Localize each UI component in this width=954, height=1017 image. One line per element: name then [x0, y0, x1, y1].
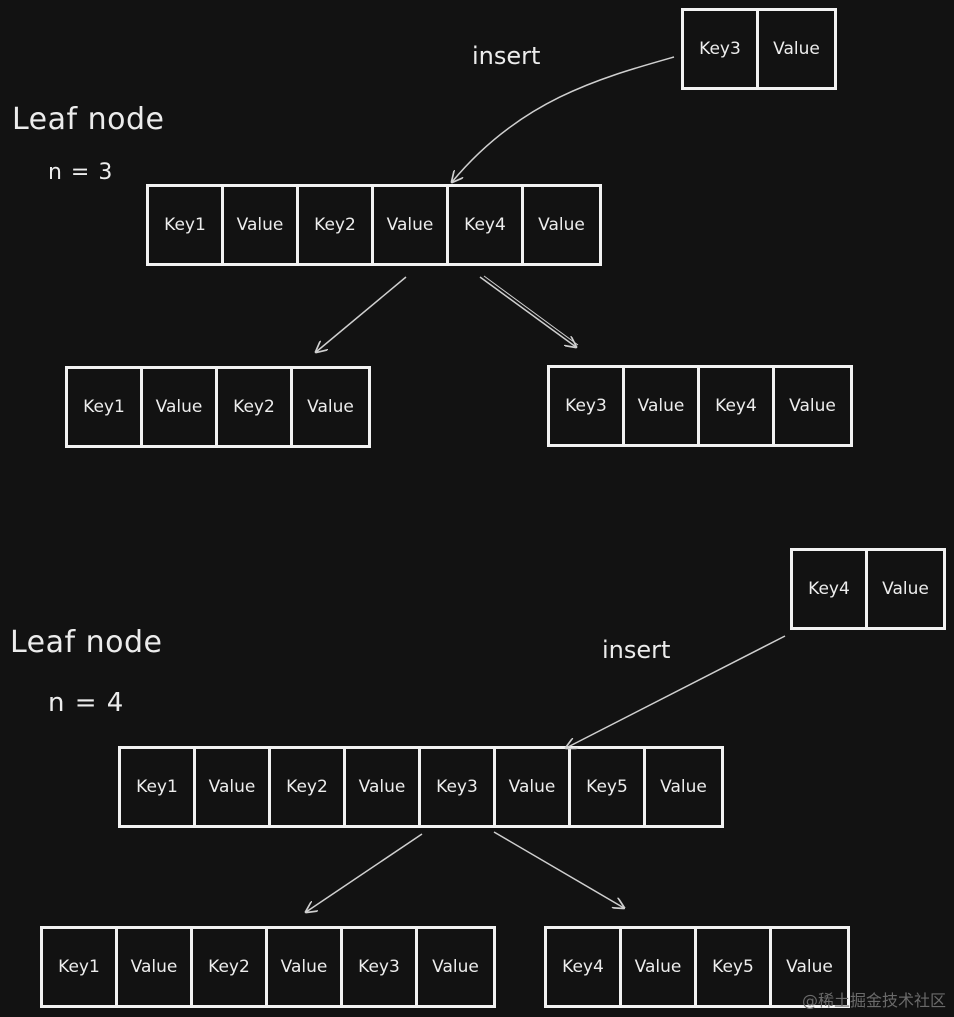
insert-arrow-2	[566, 635, 786, 748]
node-cell: Key5	[697, 929, 772, 1005]
node-cell: Key4	[700, 368, 775, 444]
node-cell: Value	[143, 369, 218, 445]
node-cell: Value	[496, 749, 571, 825]
diagram1-n-label: n = 3	[48, 160, 114, 185]
node-cell: Key2	[299, 187, 374, 263]
diagram2-right-child-node: Key4 Value Key5 Value	[544, 926, 850, 1008]
node-cell: Value	[118, 929, 193, 1005]
split-arrow-left-2	[306, 833, 423, 912]
diagram2-heading: Leaf node	[10, 625, 163, 660]
node-cell: Key4	[547, 929, 622, 1005]
node-cell: Key4	[449, 187, 524, 263]
diagram2-insert-label: insert	[602, 636, 671, 664]
node-cell: Value	[346, 749, 421, 825]
node-cell: Value	[268, 929, 343, 1005]
diagram1-insert-label: insert	[472, 42, 541, 70]
node-cell: Value	[307, 397, 354, 417]
node-cell: Key1	[68, 369, 143, 445]
node-cell: Key3	[684, 11, 759, 87]
diagram1-right-child-node: Key3 Value Key4 Value	[547, 365, 853, 447]
node-cell: Key5	[571, 749, 646, 825]
diagram1-insert-node: Key3 Value	[681, 8, 837, 90]
node-cell: Key4	[793, 551, 868, 627]
node-cell: Value	[374, 187, 449, 263]
split-arrow-left-1	[316, 276, 407, 352]
node-cell: Value	[625, 368, 700, 444]
node-cell: Value	[432, 957, 479, 977]
diagram1-left-child-node: Key1 Value Key2 Value	[65, 366, 371, 448]
node-cell: Key3	[343, 929, 418, 1005]
node-cell: Key3	[550, 368, 625, 444]
node-cell: Value	[224, 187, 299, 263]
diagram2-parent-node: Key1 Value Key2 Value Key3 Value Key5 Va…	[118, 746, 724, 828]
node-cell: Value	[196, 749, 271, 825]
split-arrow-right-1b	[483, 275, 579, 346]
split-arrow-right-2	[493, 831, 624, 908]
split-arrow-right-1	[479, 276, 576, 347]
node-cell: Key1	[149, 187, 224, 263]
node-cell: Value	[773, 39, 820, 59]
node-cell: Key1	[121, 749, 196, 825]
node-cell: Key2	[218, 369, 293, 445]
diagram2-insert-node: Key4 Value	[790, 548, 946, 630]
node-cell: Value	[789, 396, 836, 416]
diagram1-heading: Leaf node	[12, 102, 165, 137]
node-cell: Key2	[271, 749, 346, 825]
diagram1-parent-node: Key1 Value Key2 Value Key4 Value	[146, 184, 602, 266]
node-cell: Key2	[193, 929, 268, 1005]
node-cell: Value	[660, 777, 707, 797]
node-cell: Key3	[421, 749, 496, 825]
node-cell: Key1	[43, 929, 118, 1005]
node-cell: Value	[882, 579, 929, 599]
insert-arrow-1	[452, 56, 675, 182]
diagram2-left-child-node: Key1 Value Key2 Value Key3 Value	[40, 926, 496, 1008]
watermark: @稀土掘金技术社区	[801, 991, 946, 1010]
node-cell: Value	[538, 215, 585, 235]
node-cell: Value	[786, 957, 833, 977]
diagram2-n-label: n = 4	[48, 688, 125, 718]
node-cell: Value	[622, 929, 697, 1005]
